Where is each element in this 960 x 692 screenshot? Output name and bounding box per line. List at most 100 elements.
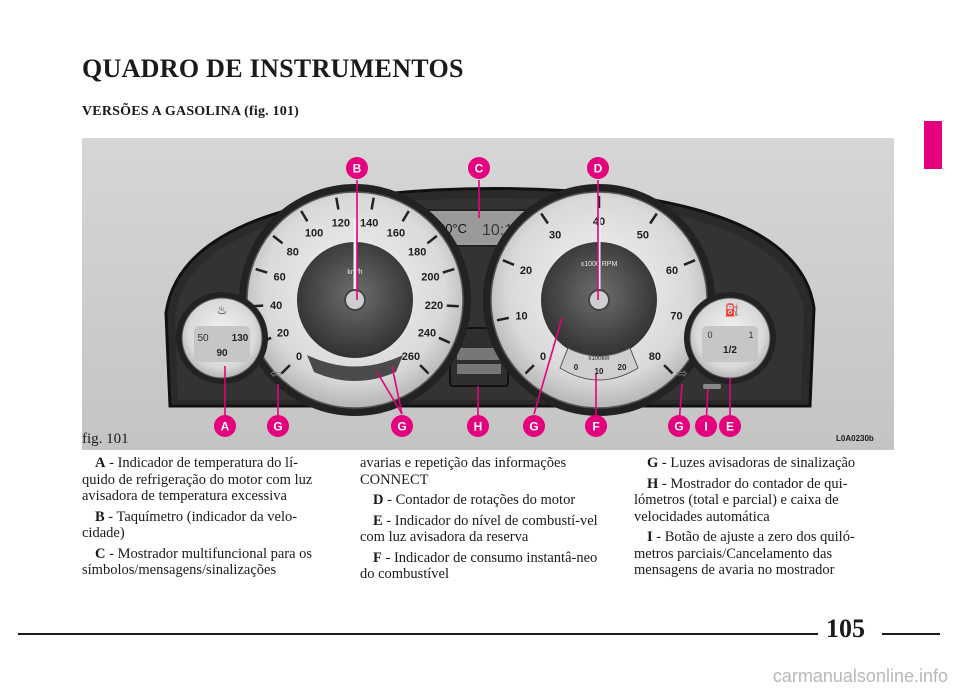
speedometer-tick xyxy=(442,267,455,274)
legend-key: F xyxy=(373,549,382,566)
legend-key: H xyxy=(647,475,659,492)
callout-marker-b: B xyxy=(346,157,368,179)
tachometer-label: 80 xyxy=(649,351,661,363)
turn-left-arrow-icon: ⇦ xyxy=(270,366,282,382)
legend-item-g: G - Luzes avisadoras de sinalização xyxy=(634,455,880,472)
trip-reset-button[interactable] xyxy=(703,384,721,389)
footer-rule-left xyxy=(18,633,818,635)
tachometer-label: 10 xyxy=(515,310,527,322)
fuel-pump-icon: ⛽ xyxy=(725,303,740,317)
speedometer-label: 60 xyxy=(273,272,285,284)
tachometer-label: 0 xyxy=(540,351,546,363)
consumption-label-0: 0 xyxy=(574,363,579,372)
tachometer-label: 20 xyxy=(520,265,532,277)
legend-item-b: B - Taquímetro (indicador da velo-cidade… xyxy=(82,509,328,542)
speedometer-tick xyxy=(370,197,375,210)
fuel-label-full: 1 xyxy=(748,330,753,340)
legend-key: G xyxy=(647,455,659,471)
callout-marker-i: I xyxy=(695,415,717,437)
temp-label-50: 50 xyxy=(197,333,209,344)
callout-marker-g2: G xyxy=(391,415,413,437)
callout-letter: C xyxy=(475,162,484,176)
tachometer: 01020304050607080 x1000 RPM l/100km 0 10… xyxy=(483,184,715,416)
callout-letter: G xyxy=(674,420,683,434)
legend-column-3: G - Luzes avisadoras de sinalização H - … xyxy=(634,455,880,583)
speedometer-label: 220 xyxy=(425,300,443,312)
callout-marker-a: A xyxy=(214,415,236,437)
legend-column-1: A - Indicador de temperatura do lí-quido… xyxy=(82,455,328,583)
legend-key: E xyxy=(373,512,383,529)
speedometer-label: 200 xyxy=(421,272,439,284)
speedometer-label: 240 xyxy=(418,327,436,339)
legend-item-f: F - Indicador de consumo instantâ-neo do… xyxy=(360,550,606,583)
legend-key: C xyxy=(95,545,106,562)
turn-right-arrow-icon: ⇨ xyxy=(676,366,688,382)
consumption-label-10: 10 xyxy=(595,367,604,376)
temp-label-90: 90 xyxy=(216,348,228,359)
speedometer-label: 260 xyxy=(402,351,420,363)
speedometer-label: 180 xyxy=(408,246,426,258)
legend-column-2: avarias e repetição das informações CONN… xyxy=(360,455,606,587)
legend-key: I xyxy=(647,529,653,545)
callout-marker-d: D xyxy=(587,157,609,179)
legend-text: - Botão de ajuste a zero dos quiló-metro… xyxy=(634,529,855,578)
tachometer-label: 60 xyxy=(666,265,678,277)
legend-text: - Contador de rotações do motor xyxy=(383,492,576,508)
legend-key: D xyxy=(373,492,384,508)
legend-item-i: I - Botão de ajuste a zero dos quiló-met… xyxy=(634,529,880,579)
callout-letter: G xyxy=(397,420,406,434)
callout-letter: E xyxy=(726,420,734,434)
legend-text: - Indicador de consumo instantâ-neo do c… xyxy=(360,549,598,583)
consumption-unit: l/100km xyxy=(588,356,609,362)
legend-text: - Mostrador do contador de qui-lómetros … xyxy=(634,475,848,525)
section-subtitle: VERSÕES A GASOLINA (fig. 101) xyxy=(82,104,300,119)
callout-marker-g3: G xyxy=(523,415,545,437)
speedometer-label: 160 xyxy=(387,227,405,239)
speedometer-tick xyxy=(280,364,291,375)
temp-label-130: 130 xyxy=(232,333,249,344)
callout-letter: G xyxy=(273,420,282,434)
legend-text: - Indicador de temperatura do lí-quido d… xyxy=(82,455,313,504)
consumption-gauge: l/100km 0 10 20 xyxy=(559,347,639,381)
speedometer-label: 80 xyxy=(287,246,299,258)
legend-item-c-continued: avarias e repetição das informações CONN… xyxy=(360,455,606,488)
legend-text: avarias e repetição das informações CONN… xyxy=(360,455,567,488)
legend-item-d: D - Contador de rotações do motor xyxy=(360,492,606,509)
speedometer-label: 120 xyxy=(332,217,350,229)
tachometer-label: 50 xyxy=(637,229,649,241)
callout-letter: I xyxy=(704,420,707,434)
watermark: carmanualsonline.info xyxy=(772,666,948,686)
callout-marker-c: C xyxy=(468,157,490,179)
legend-item-a: A - Indicador de temperatura do lí-quido… xyxy=(82,455,328,505)
footer-rule-right xyxy=(882,633,940,635)
page-title: QUADRO DE INSTRUMENTOS xyxy=(82,54,464,83)
speedometer-label: 0 xyxy=(296,351,302,363)
tachometer-label: 30 xyxy=(549,229,561,241)
speedometer-tick xyxy=(438,336,451,344)
speedometer-label: 40 xyxy=(270,300,282,312)
temperature-gauge: 50 130 90 ♨ xyxy=(176,292,268,384)
tachometer-hub xyxy=(588,289,610,311)
callout-lines xyxy=(224,180,731,425)
figure-code: L0A0230b xyxy=(836,434,874,443)
fuel-gauge: 0 1/2 1 ⛽ xyxy=(684,292,776,384)
speedometer-tick xyxy=(272,234,284,245)
legend-item-c: C - Mostrador multifuncional para os sím… xyxy=(82,546,328,579)
legend-text: - Taquímetro (indicador da velo-cidade) xyxy=(82,508,298,542)
coolant-temperature-icon: ♨ xyxy=(217,303,228,317)
page-number: 105 xyxy=(826,614,865,643)
callout-letter: D xyxy=(594,162,603,176)
tachometer-tick xyxy=(496,316,510,322)
speedometer-tick xyxy=(419,364,430,375)
speedometer-label: 140 xyxy=(360,217,378,229)
speedometer-tick xyxy=(446,304,459,308)
speedometer-tick xyxy=(255,267,268,274)
legend-text: - Indicador do nível de combustí-vel com… xyxy=(360,512,598,546)
legend-key: B xyxy=(95,508,105,525)
speedometer-label: 20 xyxy=(277,327,289,339)
speedometer-hub xyxy=(344,289,366,311)
legend-text: - Luzes avisadoras de sinalização xyxy=(658,455,856,471)
consumption-label-20: 20 xyxy=(618,363,627,372)
